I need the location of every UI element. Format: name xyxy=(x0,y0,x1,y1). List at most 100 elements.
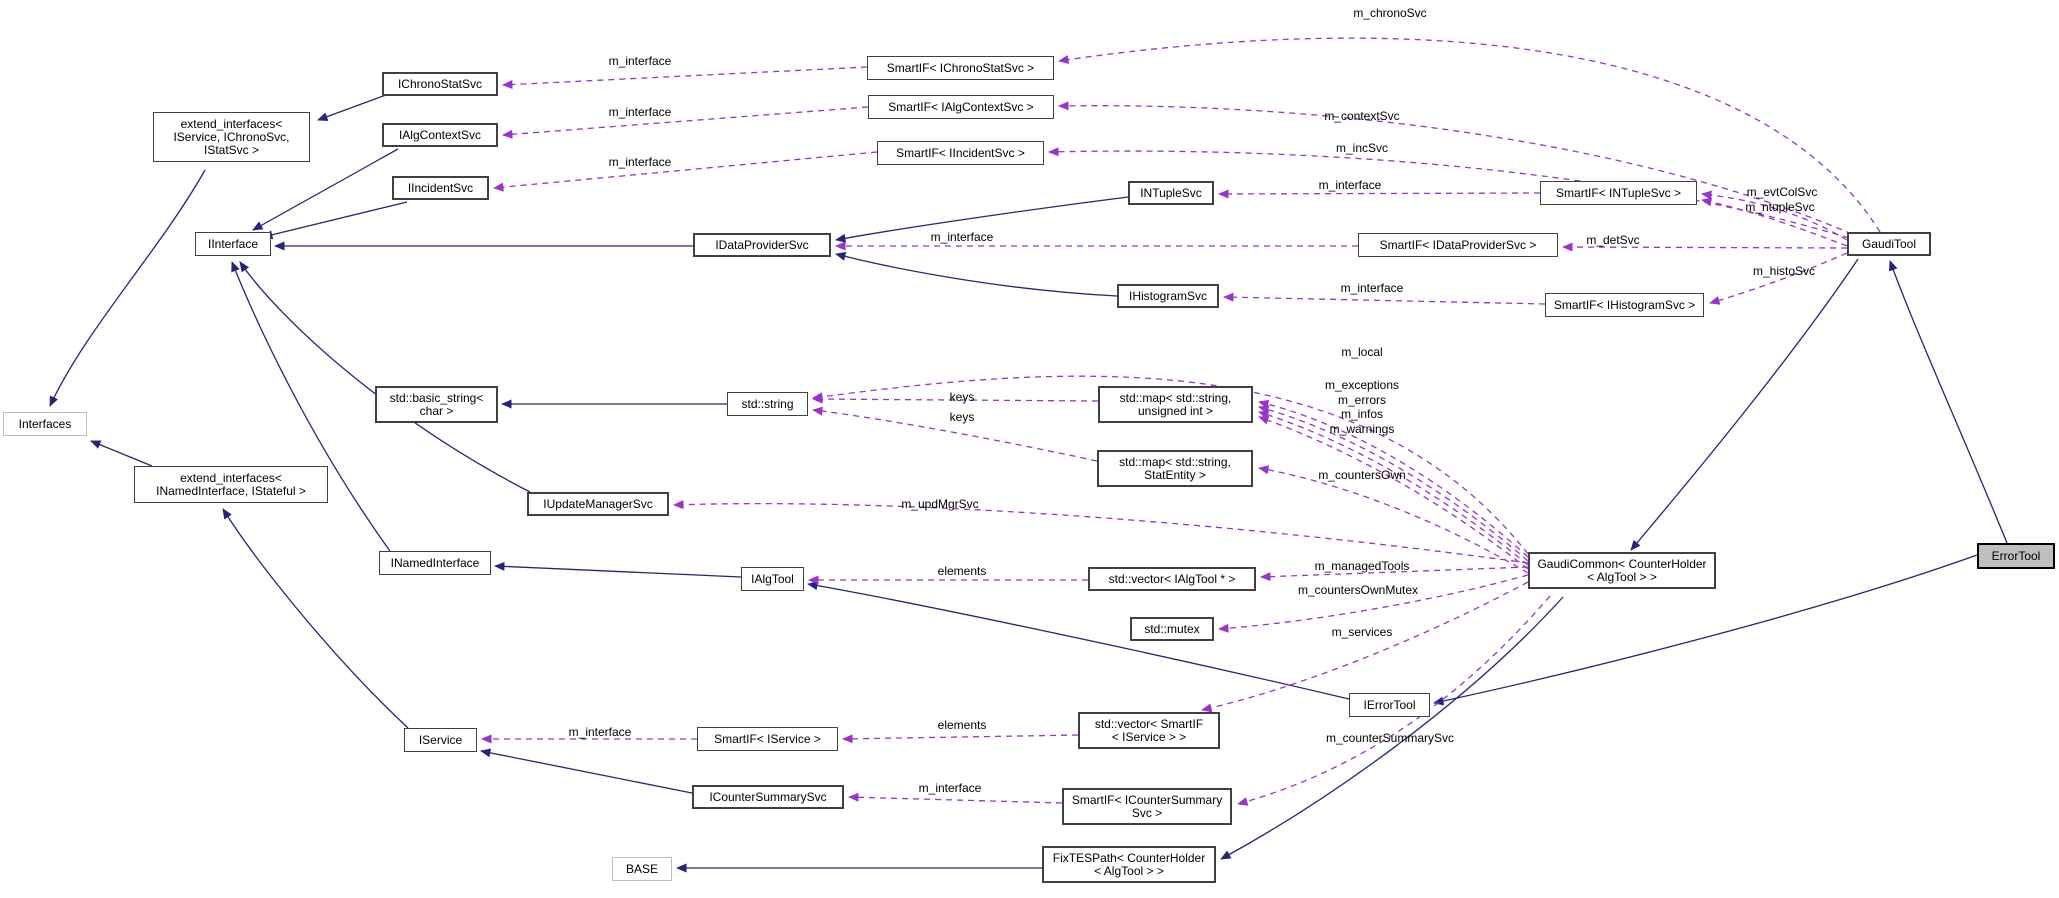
edge-label-m-countersOwnMutex: m_countersOwnMutex xyxy=(1297,583,1419,597)
edge-gaudicommon-to-map-stat-m-countersown xyxy=(1258,465,1529,574)
node-smartif-dataprovider[interactable]: SmartIF< IDataProviderSvc > xyxy=(1358,233,1558,257)
edge-ichronostatsvc-to-extend-interfaces-svc xyxy=(317,94,387,121)
node-ext-svc[interactable]: extend_interfaces< IService, IChronoSvc,… xyxy=(153,112,310,162)
edge-gaudicommon-to-iupdatemanagersvc-m-updmgrsvc xyxy=(673,500,1529,564)
edge-gaudicommon-to-vec-smartif-iservice-m-services xyxy=(1201,581,1529,713)
edge-ialgtool-to-inamedinterface xyxy=(494,561,742,578)
node-ihistogramsvc[interactable]: IHistogramSvc xyxy=(1117,284,1219,308)
node-fixtespath[interactable]: FixTESPath< CounterHolder < AlgTool > > xyxy=(1042,846,1216,883)
edge-iservice-to-extend-interfaces-named xyxy=(222,508,409,729)
node-gauditool[interactable]: GaudiTool xyxy=(1847,232,1931,256)
edge-label-m-interface-histogram: m_interface xyxy=(1340,281,1404,295)
node-iincidentsvc[interactable]: IIncidentSvc xyxy=(392,176,489,200)
node-ialgcontextsvc[interactable]: IAlgContextSvc xyxy=(382,123,498,147)
edge-label-m-evtColSvc: m_evtColSvc xyxy=(1746,185,1818,199)
edge-label-m-incSvc: m_incSvc xyxy=(1335,141,1389,155)
edge-gauditool-to-smartif-dataprovider-m-detsvc xyxy=(1562,242,1848,252)
node-interfaces: Interfaces xyxy=(3,412,87,436)
node-std-string[interactable]: std::string xyxy=(727,392,808,416)
node-smartif-algctx[interactable]: SmartIF< IAlgContextSvc > xyxy=(868,95,1054,119)
node-vec-algtool[interactable]: std::vector< IAlgTool * > xyxy=(1088,567,1256,591)
node-basic-string[interactable]: std::basic_string< char > xyxy=(375,386,498,423)
edge-extend-interfaces-named-to-interfaces xyxy=(90,440,153,467)
edge-errortool-to-gauditool xyxy=(1889,260,2008,544)
edge-label-keys-map-uint: keys xyxy=(949,390,975,404)
node-iupdatemanagersvc[interactable]: IUpdateManagerSvc xyxy=(527,492,669,516)
node-inamedinterface[interactable]: INamedInterface xyxy=(379,551,491,575)
node-ext-named[interactable]: extend_interfaces< INamedInterface, ISta… xyxy=(134,466,328,503)
edge-gaudicommon-to-stdmutex-m-countersownmutex xyxy=(1218,574,1529,633)
node-smartif-incident[interactable]: SmartIF< IIncidentSvc > xyxy=(877,141,1044,165)
edge-label-m-warnings: m_warnings xyxy=(1329,422,1395,436)
node-idataprovidersvc[interactable]: IDataProviderSvc xyxy=(693,233,831,257)
edge-iincidentsvc-to-iinterface xyxy=(262,201,408,240)
edge-label-m-interface-countersummary: m_interface xyxy=(918,781,982,795)
edge-label-m-counterSummarySvc: m_counterSummarySvc xyxy=(1325,731,1455,745)
edge-label-keys-map-stat: keys xyxy=(949,410,975,424)
edge-gauditool-to-smartif-ntuple-m-evtcolsvc xyxy=(1701,190,1848,241)
edge-smartif-histogram-to-ihistogramsvc xyxy=(1223,292,1546,305)
edge-gauditool-to-smartif-chrono-m-chronosvc xyxy=(1058,37,1881,233)
node-icountersummarysvc[interactable]: ICounterSummarySvc xyxy=(692,785,844,809)
edge-gaudicommon-to-fixtespath xyxy=(1220,596,1564,860)
edge-gauditool-to-smartif-incident-m-incsvc xyxy=(1048,147,1850,239)
node-map-uint[interactable]: std::map< std::string, unsigned int > xyxy=(1098,386,1253,423)
edge-label-m-local: m_local xyxy=(1341,345,1383,359)
node-std-mutex[interactable]: std::mutex xyxy=(1130,617,1214,641)
edge-label-m-errors: m_errors xyxy=(1337,393,1387,407)
edge-gaudicommon-to-map-uint-m-exceptions xyxy=(1258,399,1529,558)
node-iinterface[interactable]: IInterface xyxy=(195,232,271,256)
node-smartif-countersummary[interactable]: SmartIF< ICounterSummary Svc > xyxy=(1062,788,1232,825)
node-ichronostatsvc[interactable]: IChronoStatSvc xyxy=(382,72,498,96)
edge-extend-interfaces-svc-to-interfaces xyxy=(49,169,206,407)
edge-smartif-chrono-to-ichronostatsvc xyxy=(502,66,868,90)
node-smartif-ntuple[interactable]: SmartIF< INTupleSvc > xyxy=(1540,181,1697,205)
node-intuplesvc[interactable]: INTupleSvc xyxy=(1128,181,1214,205)
edge-label-m-updMgrSvc: m_updMgrSvc xyxy=(901,497,979,511)
node-iservice[interactable]: IService xyxy=(404,728,477,752)
edge-smartif-ntuple-to-intuplesvc xyxy=(1218,189,1541,199)
node-vec-smartif-iservice[interactable]: std::vector< SmartIF < IService > > xyxy=(1078,712,1220,749)
edge-label-m-interface-algctx: m_interface xyxy=(608,105,672,119)
edge-label-m-contextSvc: m_contextSvc xyxy=(1324,109,1400,123)
edge-label-m-interface-dataprovider: m_interface xyxy=(930,230,994,244)
edge-label-m-exceptions: m_exceptions xyxy=(1324,378,1400,392)
edge-smartif-algctx-to-ialgcontextsvc xyxy=(502,106,869,139)
edge-intuplesvc-to-idataprovidersvc xyxy=(835,196,1129,243)
edge-iupdatemanagersvc-to-iinterface xyxy=(239,261,531,493)
edge-gauditool-to-smartif-algctx-m-contextsvc xyxy=(1058,101,1853,235)
node-gaudicommon[interactable]: GaudiCommon< CounterHolder < AlgTool > > xyxy=(1528,552,1716,589)
node-smartif-iservice[interactable]: SmartIF< IService > xyxy=(697,727,838,751)
node-errortool: ErrorTool xyxy=(1977,543,2055,569)
edge-gaudicommon-to-map-uint-m-warnings xyxy=(1258,415,1529,570)
edge-ierrortool-to-ialgtool xyxy=(807,581,1350,700)
edge-label-m-infos: m_infos xyxy=(1340,407,1384,421)
edge-map-uint-to-stdstring-keys xyxy=(812,394,1099,404)
edge-label-m-services: m_services xyxy=(1331,625,1393,639)
edge-label-elements-algtool: elements xyxy=(937,564,987,578)
edge-gauditool-to-smartif-histogram-m-histosvc xyxy=(1709,252,1848,305)
edge-label-m-ntupleSvc: m_ntupleSvc xyxy=(1745,200,1815,214)
edge-errortool-to-ierrortool xyxy=(1433,554,1978,706)
edge-gauditool-to-gaudicommon xyxy=(1630,258,1859,551)
node-ialgtool[interactable]: IAlgTool xyxy=(741,567,804,591)
edge-label-m-managedTools: m_managedTools xyxy=(1314,559,1410,573)
node-smartif-chrono[interactable]: SmartIF< IChronoStatSvc > xyxy=(867,56,1054,80)
node-smartif-histogram[interactable]: SmartIF< IHistogramSvc > xyxy=(1545,293,1704,317)
edge-inamedinterface-to-iinterface xyxy=(231,261,391,552)
node-map-stat[interactable]: std::map< std::string, StatEntity > xyxy=(1097,450,1253,487)
edge-label-elements-iservice: elements xyxy=(937,718,987,732)
edge-smartif-countersummary-to-icountersummarysvc-m-interface xyxy=(848,792,1063,804)
edge-gaudicommon-to-vec-algtool-m-managedtools xyxy=(1260,566,1529,582)
edge-gaudicommon-to-stdstring-m-local xyxy=(812,375,1529,555)
edge-gaudicommon-to-map-uint-m-infos xyxy=(1258,410,1529,566)
edge-ialgcontextsvc-to-iinterface xyxy=(252,148,399,231)
edge-gaudicommon-to-smartif-countersummary-m-countersummarysvc xyxy=(1237,595,1551,806)
edge-label-m-interface-iservice: m_interface xyxy=(568,725,632,739)
node-ierrortool[interactable]: IErrorTool xyxy=(1349,693,1430,717)
edge-label-m-chronoSvc: m_chronoSvc xyxy=(1353,6,1427,20)
edge-label-m-histoSvc: m_histoSvc xyxy=(1752,264,1816,278)
edge-label-m-countersOwn: m_countersOwn xyxy=(1318,468,1406,482)
